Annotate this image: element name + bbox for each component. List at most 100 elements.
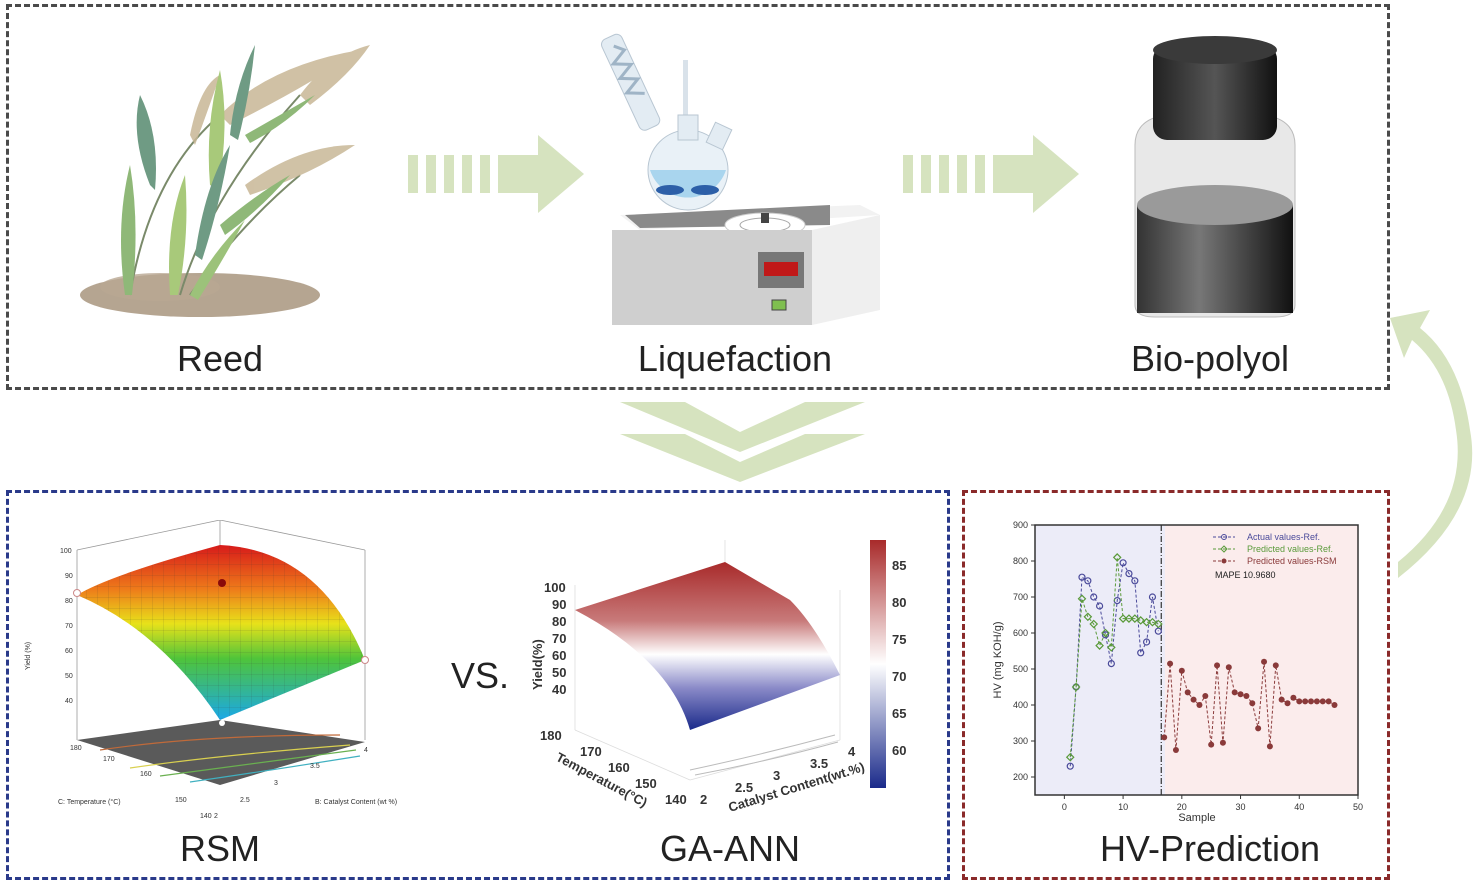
method-label-rsm: RSM xyxy=(180,828,260,869)
data-point-actual xyxy=(1101,631,1110,639)
legend-marker xyxy=(1220,545,1228,553)
data-point-predicted-rsm xyxy=(1178,667,1185,674)
data-point-predicted-ref xyxy=(1089,619,1099,629)
rsm-x-tick: 170 xyxy=(103,756,115,763)
data-point-predicted-rsm xyxy=(1231,689,1238,696)
liquefaction-apparatus-illustration xyxy=(601,33,880,325)
rsm-z-axis-label: Yield (%) xyxy=(25,642,32,670)
data-point-predicted-ref xyxy=(1095,641,1104,650)
data-point-predicted-ref xyxy=(1124,614,1134,623)
ann-x-tick: 140 xyxy=(665,792,687,807)
y-tick-label: 200 xyxy=(1013,772,1028,782)
data-point-predicted-rsm xyxy=(1278,696,1285,703)
data-point-actual xyxy=(1090,593,1098,601)
data-point-predicted-ref xyxy=(1071,682,1081,692)
colorbar-tick: 60 xyxy=(892,743,906,758)
data-point-predicted-rsm xyxy=(1249,700,1256,707)
data-point-predicted-rsm xyxy=(1319,698,1326,705)
data-point-predicted-rsm xyxy=(1261,658,1268,665)
data-point-predicted-rsm xyxy=(1266,743,1273,750)
data-point-actual xyxy=(1078,573,1086,581)
data-point-predicted-ref xyxy=(1106,643,1116,652)
data-point-predicted-rsm xyxy=(1196,702,1203,708)
data-point-predicted-ref xyxy=(1153,619,1163,629)
data-point-predicted-rsm xyxy=(1172,747,1179,753)
colorbar-tick: 80 xyxy=(892,595,906,610)
plot-frame xyxy=(1034,524,1359,796)
data-point-predicted-ref xyxy=(1148,617,1157,627)
rsm-x-tick: 180 xyxy=(70,745,82,752)
data-point-predicted-ref xyxy=(1083,612,1093,622)
ann-y-tick: 3.5 xyxy=(810,756,828,771)
data-point-predicted-rsm xyxy=(1208,741,1215,748)
process-panel xyxy=(6,4,1390,390)
data-point-predicted-rsm xyxy=(1296,698,1303,705)
double-chevron-down-icon xyxy=(620,402,865,482)
legend-label: Actual values-Ref. xyxy=(1247,532,1320,542)
rsm-y-tick: 3 xyxy=(274,780,278,787)
ann-x-tick: 170 xyxy=(580,744,602,759)
ann-z-tick: 50 xyxy=(552,665,566,680)
mape-annotation: MAPE 10.9680 xyxy=(1215,570,1276,580)
data-point-actual xyxy=(1137,649,1145,657)
y-axis-label: HV (mg KOH/g) xyxy=(992,621,1004,698)
rsm-z-tick: 70 xyxy=(65,623,73,630)
ref-region-background xyxy=(1035,525,1165,795)
data-point-predicted-rsm xyxy=(1214,662,1221,669)
rsm-x-axis-label: C: Temperature (°C) xyxy=(58,798,121,806)
biopolyol-bottle-illustration xyxy=(1134,36,1296,318)
y-tick-label: 900 xyxy=(1013,520,1028,530)
legend-marker xyxy=(1221,558,1227,564)
x-tick-label: 50 xyxy=(1353,802,1363,812)
ann-z-tick: 100 xyxy=(544,580,566,595)
colorbar-tick: 65 xyxy=(892,706,906,721)
y-tick-label: 600 xyxy=(1013,628,1028,638)
data-point-actual xyxy=(1125,569,1133,578)
ga-ann-surface-plot: 100 90 80 70 60 50 40 Yield(%) 180 170 1… xyxy=(530,540,906,815)
data-point-predicted-rsm xyxy=(1302,698,1309,705)
ann-y-tick: 2.5 xyxy=(735,780,753,795)
data-point-actual xyxy=(1148,593,1157,601)
data-point-predicted-rsm xyxy=(1190,696,1197,703)
data-point-predicted-ref xyxy=(1118,614,1128,623)
rsm-z-tick: 60 xyxy=(65,648,73,655)
data-point-predicted-rsm xyxy=(1325,698,1332,705)
ann-z-tick: 40 xyxy=(552,682,566,697)
ann-z-tick: 90 xyxy=(552,597,566,612)
legend-label: Predicted values-Ref. xyxy=(1247,544,1333,554)
legend: Actual values-Ref.Predicted values-Ref.P… xyxy=(1213,532,1337,566)
rsm-z-tick: 80 xyxy=(65,598,73,605)
ann-z-axis-label: Yield(%) xyxy=(530,639,545,690)
data-point-predicted-rsm xyxy=(1255,725,1262,732)
reed-illustration xyxy=(80,45,370,317)
colorbar-tick: 75 xyxy=(892,632,906,647)
ann-x-tick: 150 xyxy=(635,776,657,791)
y-tick-label: 500 xyxy=(1013,664,1028,674)
rsm-y-tick: 3.5 xyxy=(310,763,320,770)
data-point-predicted-rsm xyxy=(1184,689,1191,696)
stage-label-liquefaction: Liquefaction xyxy=(637,338,833,379)
data-point-predicted-rsm xyxy=(1161,734,1168,741)
rsm-z-tick: 50 xyxy=(65,673,73,680)
data-point-predicted-rsm xyxy=(1313,698,1320,705)
data-point-actual xyxy=(1084,577,1092,585)
data-point-predicted-rsm xyxy=(1202,693,1209,699)
y-tick-label: 300 xyxy=(1013,736,1028,746)
rsm-x-tick: 160 xyxy=(140,771,152,778)
x-tick-label: 40 xyxy=(1294,802,1304,812)
rsm-z-tick: 90 xyxy=(65,573,73,580)
data-point-predicted-ref xyxy=(1130,614,1140,623)
x-axis-label: Sample xyxy=(1178,812,1215,824)
rsm-surface-plot: 100 90 80 70 60 50 40 180 170 160 150 14… xyxy=(25,520,397,820)
rsm-x-tick: 150 xyxy=(175,797,187,804)
data-point-actual xyxy=(1066,762,1074,770)
rsm-x-tick: 140 xyxy=(200,813,212,820)
ann-z-tick: 70 xyxy=(552,631,566,646)
rsm-y-tick: 2 xyxy=(214,813,218,820)
arrow-right-icon xyxy=(408,135,584,213)
data-point-predicted-ref xyxy=(1142,617,1151,627)
data-point-actual xyxy=(1131,577,1139,585)
colorbar-tick: 70 xyxy=(892,669,906,684)
data-point-predicted-rsm xyxy=(1331,702,1338,708)
